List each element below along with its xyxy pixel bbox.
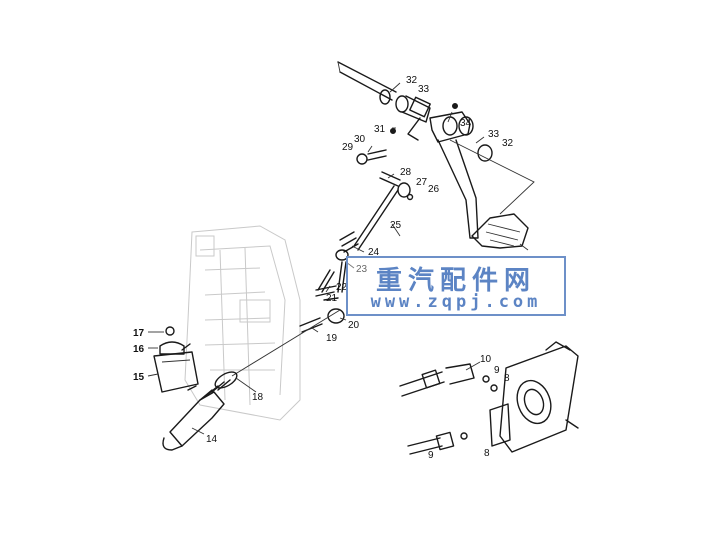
label-26: 26	[428, 184, 440, 195]
slave-cylinder	[399, 341, 579, 455]
label-16: 16	[133, 344, 145, 355]
label-18: 18	[252, 392, 264, 403]
watermark-url: www.zqpj.com	[370, 292, 542, 312]
clutch-pedal	[407, 111, 535, 249]
label-9-lower: 9	[428, 450, 434, 461]
push-rod-assembly	[299, 149, 414, 333]
label-34: 34	[460, 118, 472, 129]
label-10: 10	[480, 354, 492, 365]
master-cylinder	[162, 371, 238, 451]
label-31: 31	[374, 124, 386, 135]
label-32-right: 32	[502, 138, 514, 149]
label-28: 28	[400, 167, 412, 178]
label-20: 20	[348, 320, 360, 331]
label-21: 21	[326, 293, 338, 304]
label-9-upper: 9	[494, 365, 500, 376]
label-17: 17	[133, 328, 145, 339]
label-27: 27	[416, 177, 428, 188]
watermark-title: 重汽配件网	[375, 266, 536, 296]
label-32-top: 32	[406, 75, 418, 86]
label-23: 23	[356, 264, 368, 275]
leader-lines	[147, 82, 529, 435]
pedal-shaft	[337, 61, 458, 134]
label-24: 24	[368, 247, 380, 258]
label-14: 14	[206, 434, 218, 445]
hydraulic-line	[231, 309, 341, 377]
label-25: 25	[390, 220, 402, 231]
label-30: 30	[354, 134, 366, 145]
label-33-top: 33	[418, 84, 430, 95]
label-8-upper: 8	[504, 373, 510, 384]
watermark: 重汽配件网 www.zqpj.com	[346, 256, 566, 316]
label-33-right: 33	[488, 129, 500, 140]
label-19: 19	[326, 333, 338, 344]
label-29: 29	[342, 142, 354, 153]
gearbox-housing	[184, 225, 301, 421]
fluid-reservoir	[153, 326, 199, 393]
label-8-lower: 8	[484, 448, 490, 459]
label-22: 22	[336, 282, 348, 293]
label-15: 15	[133, 372, 145, 383]
